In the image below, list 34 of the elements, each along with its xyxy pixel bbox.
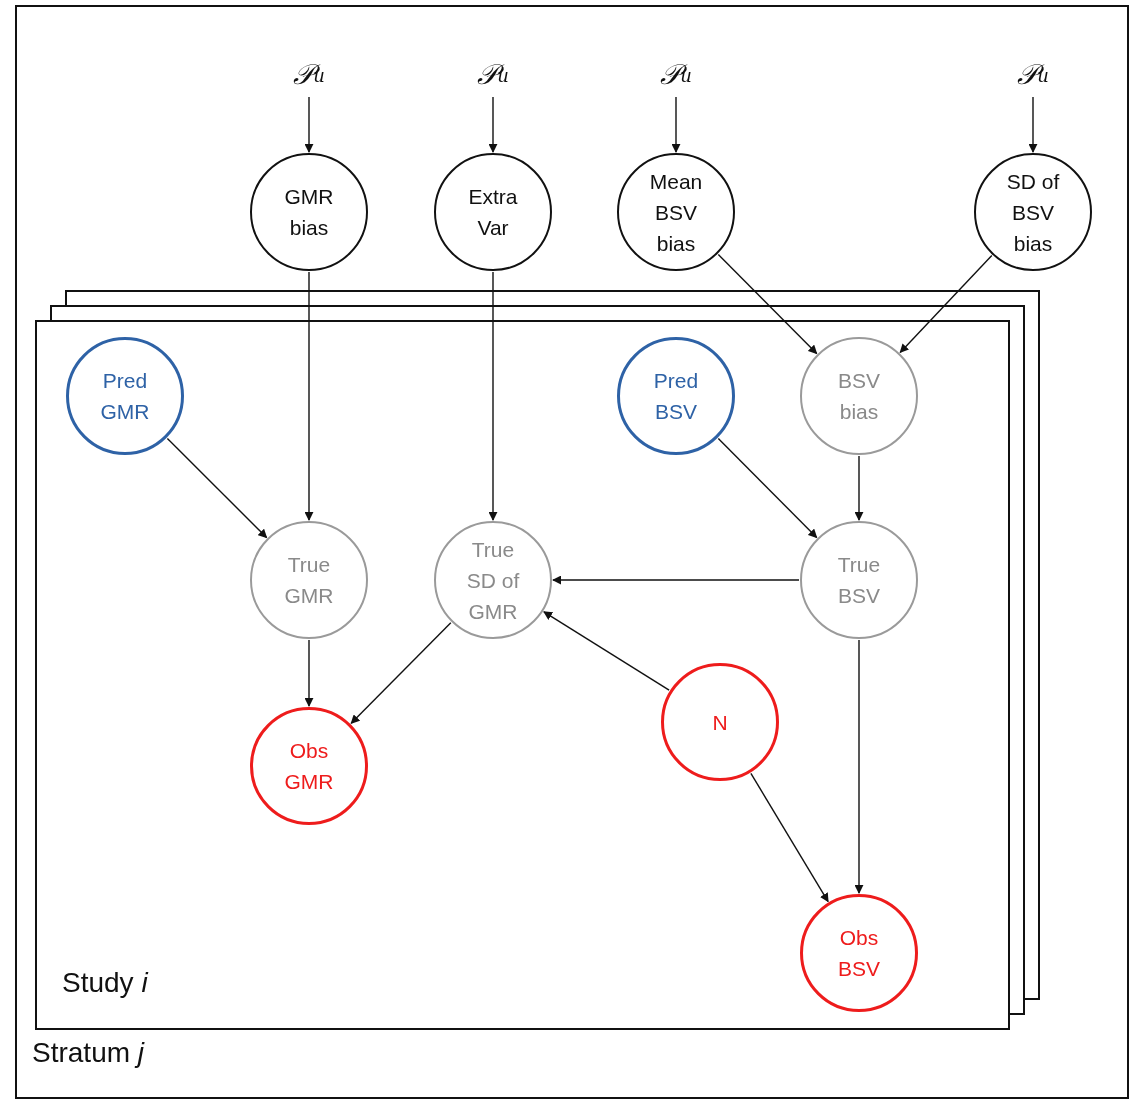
- arrow: [488, 271, 498, 521]
- node-label: Pred GMR: [99, 368, 151, 425]
- plate-label: Stratum j: [32, 1037, 145, 1069]
- node-label: N: [711, 709, 729, 736]
- node-label: True BSV: [836, 552, 882, 609]
- arrow: [488, 96, 498, 153]
- node-label: SD of BSV bias: [1005, 168, 1061, 257]
- arrow: [350, 622, 452, 724]
- node-label: Pred BSV: [652, 368, 700, 425]
- node-label: GMR bias: [283, 184, 335, 241]
- arrow: [854, 455, 864, 521]
- arrow: [717, 437, 818, 539]
- arrow: [166, 437, 268, 539]
- arrow: [552, 575, 800, 585]
- node-label: Obs BSV: [837, 925, 881, 982]
- arrow: [543, 611, 670, 691]
- plate-frame: [35, 320, 1010, 1030]
- node-label: BSV bias: [837, 368, 881, 425]
- arrow: [854, 639, 864, 894]
- node-label: True SD of GMR: [465, 536, 521, 625]
- arrow: [304, 639, 314, 707]
- plate-label: Study i: [62, 967, 148, 999]
- arrow: [750, 772, 829, 903]
- arrow: [717, 253, 818, 355]
- arrow: [671, 96, 681, 153]
- arrow: [899, 254, 993, 354]
- plate-frame: [15, 5, 1129, 1099]
- arrow: [304, 271, 314, 521]
- arrow: [304, 96, 314, 153]
- arrow: [1028, 96, 1038, 153]
- node-label: Extra Var: [467, 184, 519, 241]
- node-label: Mean BSV bias: [648, 168, 704, 257]
- node-label: Obs GMR: [283, 738, 335, 795]
- node-label: True GMR: [283, 552, 335, 609]
